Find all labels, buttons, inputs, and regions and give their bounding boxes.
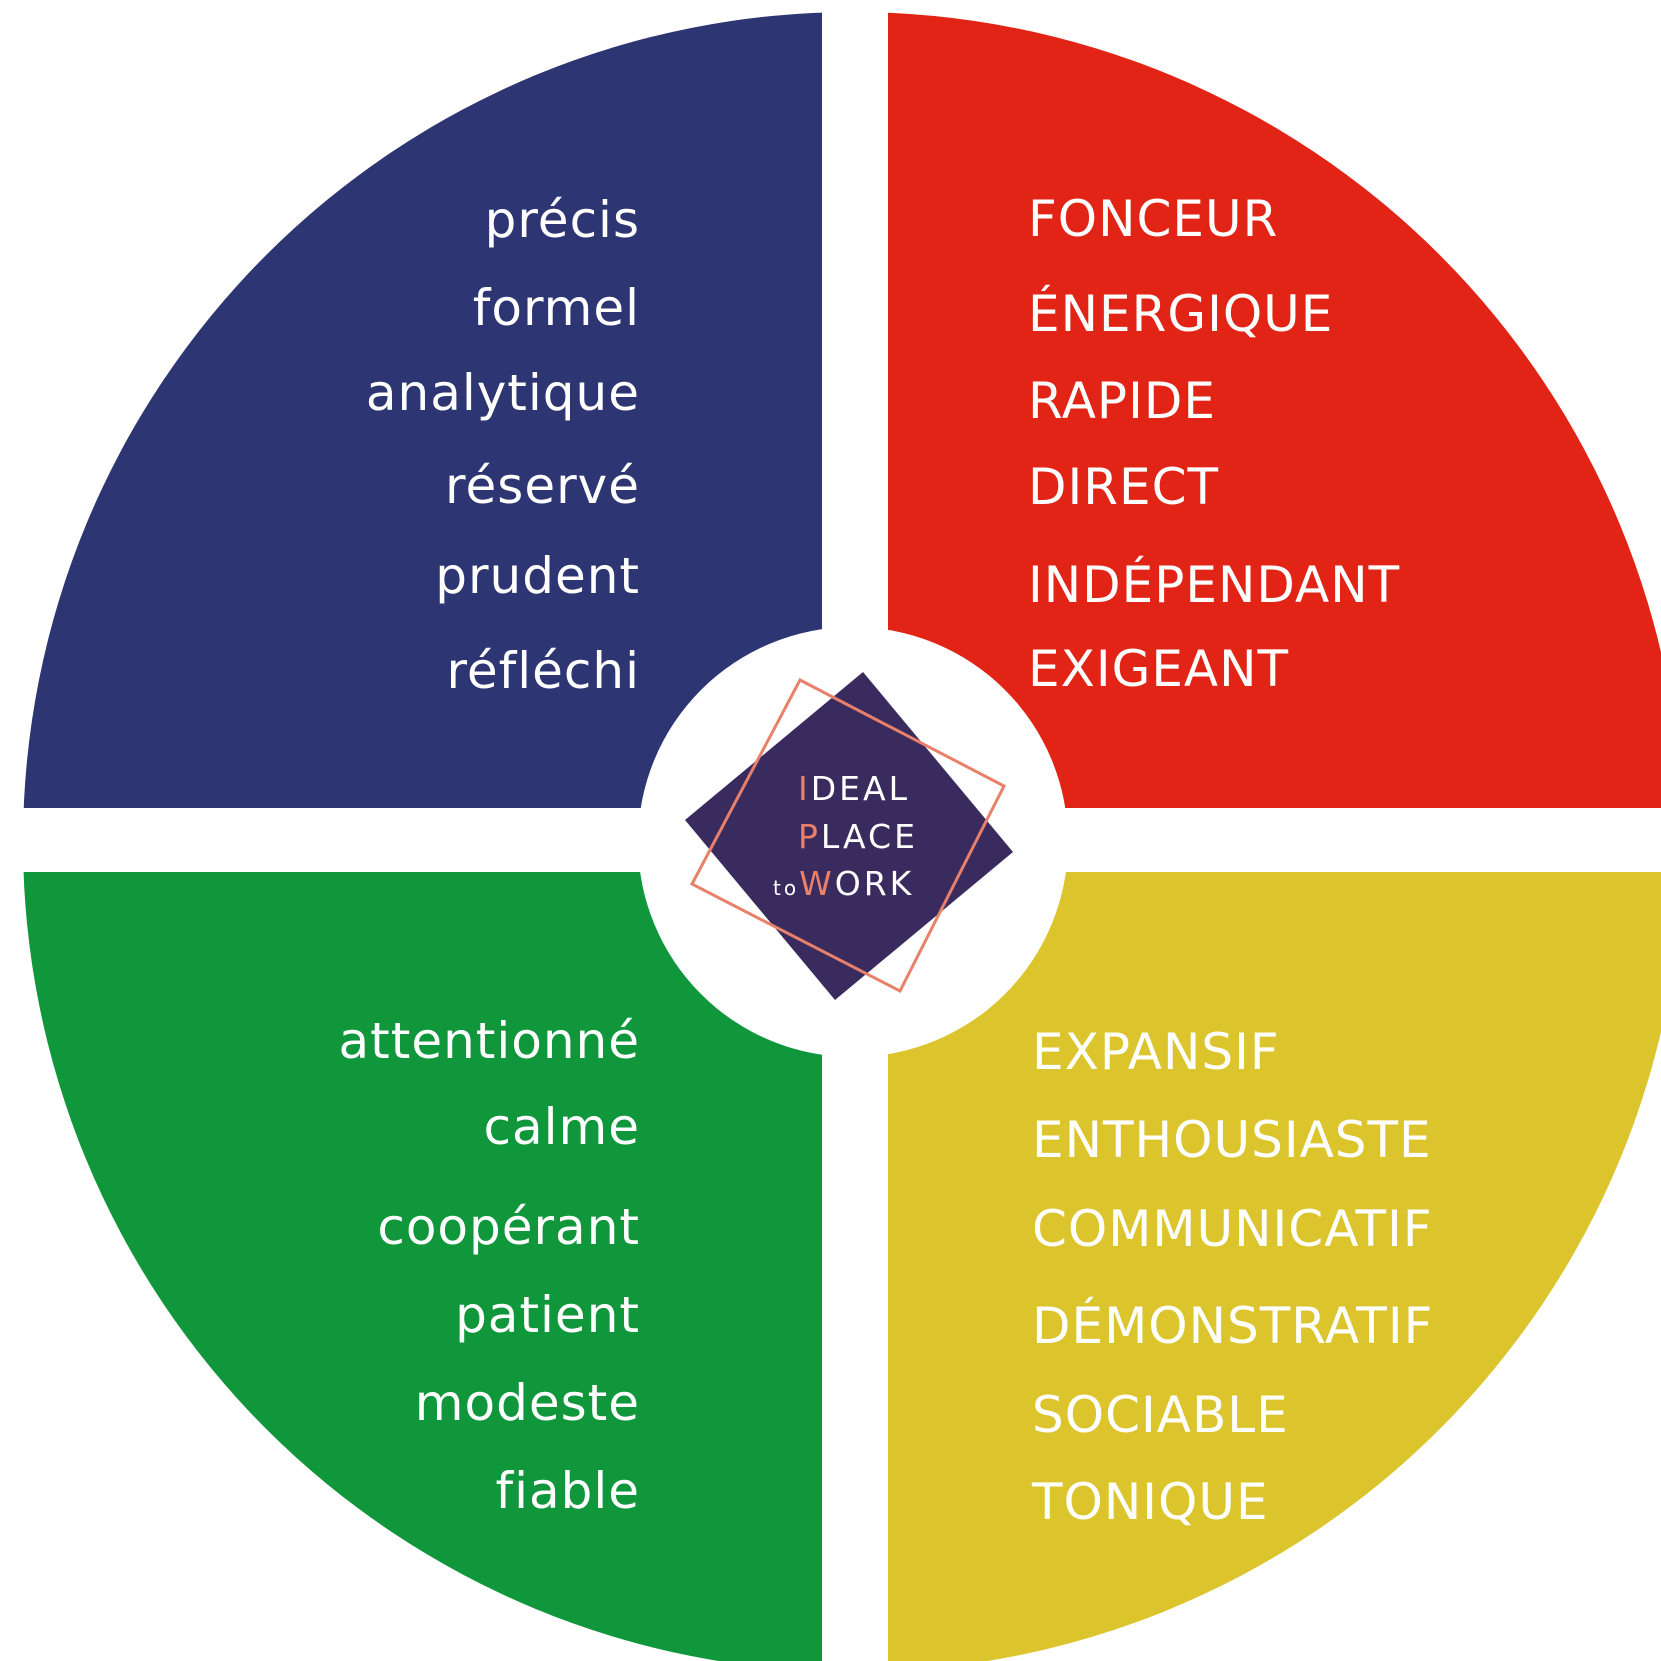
- word: TONIQUE: [1031, 1473, 1269, 1531]
- word: calme: [484, 1098, 641, 1156]
- logo-line-3: toWORK: [773, 864, 914, 903]
- word: coopérant: [377, 1198, 640, 1256]
- logo-initial-i: I: [798, 769, 811, 808]
- logo-to: to: [773, 876, 799, 900]
- top-left-words: précis formel analytique réservé prudent…: [366, 191, 640, 700]
- word: EXIGEANT: [1028, 640, 1289, 698]
- word: EXPANSIF: [1032, 1023, 1280, 1081]
- word: fiable: [495, 1462, 640, 1520]
- word: DIRECT: [1028, 458, 1219, 516]
- word: DÉMONSTRATIF: [1032, 1296, 1433, 1355]
- word: modeste: [415, 1374, 640, 1432]
- word: SOCIABLE: [1032, 1386, 1289, 1444]
- word: formel: [473, 279, 640, 337]
- word: FONCEUR: [1028, 190, 1278, 248]
- logo-diamond: [685, 672, 1013, 1000]
- word: RAPIDE: [1028, 372, 1216, 430]
- word: COMMUNICATIF: [1032, 1200, 1433, 1258]
- logo-initial-w: W: [799, 864, 835, 903]
- word: réfléchi: [446, 642, 640, 700]
- word: patient: [455, 1286, 640, 1344]
- logo-line-2: PLACE: [798, 817, 918, 856]
- top-right-words: FONCEUR ÉNERGIQUE RAPIDE DIRECT INDÉPEND…: [1028, 190, 1400, 698]
- ideal-place-to-work-logo: IDEAL PLACE toWORK: [685, 672, 1013, 1000]
- logo-frame: [689, 677, 1007, 994]
- logo-initial-p: P: [798, 817, 821, 856]
- word: réservé: [445, 457, 640, 515]
- word: précis: [485, 191, 640, 249]
- word: analytique: [366, 364, 640, 422]
- quadrant-bottom-left: [0, 842, 853, 1661]
- word: attentionné: [338, 1012, 640, 1070]
- quadrant-bottom-right: [853, 842, 1661, 1661]
- word: prudent: [435, 547, 640, 605]
- bottom-left-words: attentionné calme coopérant patient mode…: [338, 1012, 641, 1520]
- word: INDÉPENDANT: [1028, 555, 1400, 614]
- word: ENTHOUSIASTE: [1032, 1111, 1432, 1169]
- logo-line-1: IDEAL: [798, 769, 910, 808]
- word: ÉNERGIQUE: [1028, 284, 1333, 343]
- quadrant-top-right: [853, 0, 1661, 842]
- quadrant-top-left: [0, 0, 853, 842]
- bottom-right-words: EXPANSIF ENTHOUSIASTE COMMUNICATIF DÉMON…: [1031, 1023, 1433, 1531]
